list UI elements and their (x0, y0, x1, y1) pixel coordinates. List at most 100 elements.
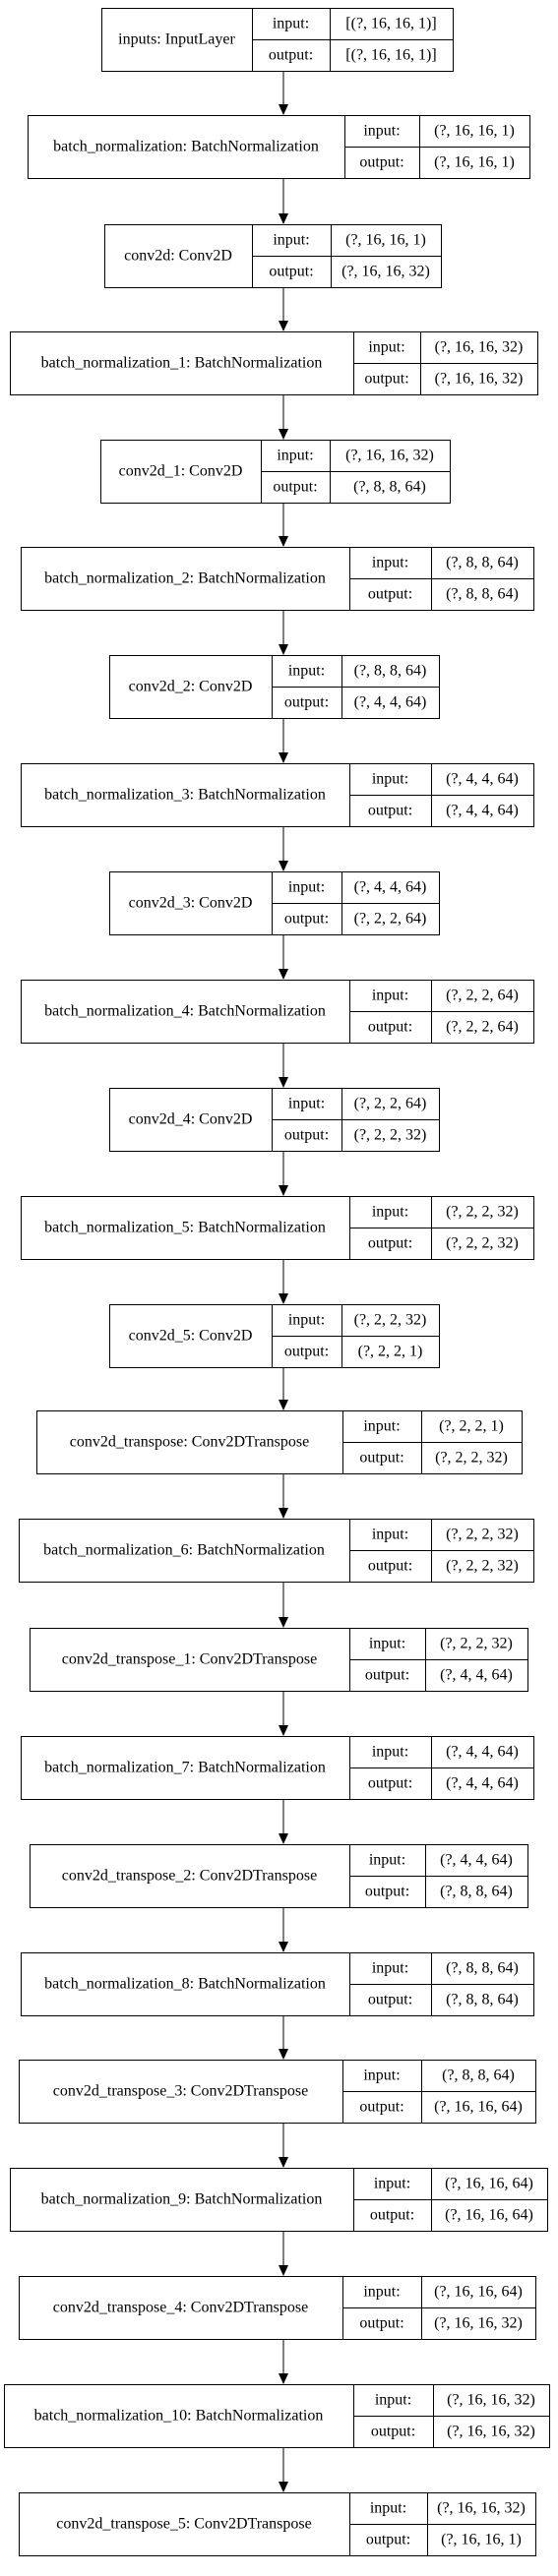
arrow-head (279, 1942, 288, 1952)
arrow-head (279, 644, 288, 655)
input-shape: (?, 8, 8, 64) (354, 663, 427, 680)
layer-node: batch_normalization_10: BatchNormalizati… (4, 2384, 550, 2448)
layer-node: conv2d_transpose_5: Conv2DTransposeinput… (19, 2492, 536, 2556)
output-label: output: (359, 154, 403, 171)
layer-name: batch_normalization_4: BatchNormalizatio… (44, 1003, 326, 1020)
input-shape: (?, 2, 2, 32) (446, 1527, 519, 1543)
layer-node: batch_normalization_2: BatchNormalizatio… (21, 547, 534, 611)
arrow-head (279, 104, 288, 115)
edge-arrow (279, 178, 288, 224)
output-label: output: (365, 1667, 409, 1684)
output-shape: (?, 2, 2, 32) (446, 1558, 519, 1575)
edge-arrow (279, 394, 288, 440)
input-label: input: (288, 1312, 325, 1329)
output-label: output: (284, 1127, 329, 1144)
output-shape: (?, 4, 4, 64) (354, 694, 427, 711)
output-shape: (?, 2, 2, 32) (446, 1235, 519, 1252)
layer-name: batch_normalization_2: BatchNormalizatio… (44, 570, 326, 587)
input-shape: (?, 4, 4, 64) (354, 879, 427, 896)
output-label: output: (273, 479, 317, 496)
input-shape: (?, 8, 8, 64) (446, 1960, 519, 1977)
edge-arrow (279, 1151, 288, 1196)
output-shape: (?, 4, 4, 64) (446, 1775, 519, 1792)
layer-name: conv2d_transpose_1: Conv2DTranspose (62, 1651, 317, 1668)
output-shape: (?, 2, 2, 32) (435, 1450, 508, 1467)
output-shape: (?, 2, 2, 64) (354, 911, 427, 928)
layer-node: batch_normalization_1: BatchNormalizatio… (10, 331, 538, 395)
layer-name: conv2d_2: Conv2D (129, 679, 253, 695)
layer-node: batch_normalization_4: BatchNormalizatio… (21, 980, 534, 1044)
layer-name: inputs: InputLayer (118, 31, 235, 48)
input-shape: (?, 8, 8, 64) (442, 2067, 515, 2084)
input-shape: (?, 16, 16, 32) (345, 448, 434, 464)
edge-arrow (279, 503, 288, 547)
input-label: input: (372, 1960, 408, 1977)
layer-name: conv2d_transpose_4: Conv2DTranspose (53, 2300, 308, 2316)
arrow-head (279, 1833, 288, 1844)
output-shape: (?, 2, 2, 64) (446, 1019, 519, 1036)
arrow-head (279, 429, 288, 440)
edge-arrow (279, 71, 288, 115)
layer-node: conv2d_transpose_1: Conv2DTransposeinput… (30, 1628, 528, 1692)
input-shape: (?, 2, 2, 32) (446, 1204, 519, 1221)
arrow-head (279, 2373, 288, 2384)
output-shape: (?, 8, 8, 64) (440, 1884, 513, 1900)
edge-arrow (279, 1799, 288, 1844)
input-label: input: (375, 2392, 411, 2409)
edge-arrow (279, 2447, 288, 2492)
output-label: output: (364, 371, 408, 388)
input-shape: (?, 16, 16, 32) (437, 2500, 526, 2517)
arrow-head (279, 2265, 288, 2276)
arrow-head (279, 536, 288, 547)
input-shape: (?, 4, 4, 64) (440, 1852, 513, 1869)
input-label: input: (363, 2284, 400, 2301)
arrow-head (279, 1508, 288, 1519)
arrow-head (279, 2157, 288, 2168)
input-label: input: (369, 1852, 405, 1869)
layer-name: batch_normalization_8: BatchNormalizatio… (44, 1976, 326, 1993)
output-shape: (?, 16, 16, 32) (435, 371, 524, 388)
output-label: output: (368, 1775, 412, 1792)
input-shape: (?, 4, 4, 64) (446, 771, 519, 788)
output-shape: (?, 8, 8, 64) (353, 479, 426, 496)
layer-node: conv2d_transpose: Conv2DTransposeinput:o… (36, 1410, 523, 1474)
output-label: output: (359, 2315, 403, 2332)
layer-name: conv2d_4: Conv2D (129, 1111, 253, 1128)
output-label: output: (366, 2532, 410, 2548)
output-shape: (?, 16, 16, 32) (434, 2315, 523, 2332)
edge-arrow (279, 2123, 288, 2168)
layer-name: conv2d_transpose: Conv2DTranspose (70, 1434, 309, 1451)
layer-node: batch_normalization: BatchNormalizationi… (28, 115, 530, 179)
input-label: input: (370, 2500, 406, 2517)
layer-name: batch_normalization_6: BatchNormalizatio… (43, 1542, 325, 1559)
layer-node: conv2d_transpose_3: Conv2DTransposeinput… (19, 2060, 536, 2124)
output-shape: [(?, 16, 16, 1)] (345, 47, 436, 64)
input-shape: (?, 2, 2, 64) (354, 1096, 427, 1112)
layer-node: batch_normalization_7: BatchNormalizatio… (21, 1736, 534, 1800)
input-shape: (?, 2, 2, 32) (440, 1636, 513, 1652)
input-shape: (?, 2, 2, 64) (446, 988, 519, 1004)
input-shape: (?, 16, 16, 1) (434, 123, 515, 140)
input-shape: (?, 4, 4, 64) (446, 1744, 519, 1761)
output-label: output: (284, 1344, 329, 1360)
arrow-head (279, 752, 288, 763)
layer-node: conv2d_transpose_2: Conv2DTransposeinput… (30, 1844, 528, 1908)
layer-name: conv2d: Conv2D (124, 248, 232, 265)
output-label: output: (368, 803, 412, 819)
arrow-head (279, 1617, 288, 1628)
output-label: output: (371, 2424, 415, 2440)
edge-arrow (279, 826, 288, 871)
output-shape: (?, 8, 8, 64) (446, 586, 519, 603)
layer-node: batch_normalization_6: BatchNormalizatio… (19, 1519, 534, 1583)
layer-name: batch_normalization_5: BatchNormalizatio… (44, 1220, 326, 1236)
edge-arrow (279, 1259, 288, 1304)
arrow-head (279, 969, 288, 980)
input-shape: (?, 2, 2, 1) (439, 1418, 504, 1435)
